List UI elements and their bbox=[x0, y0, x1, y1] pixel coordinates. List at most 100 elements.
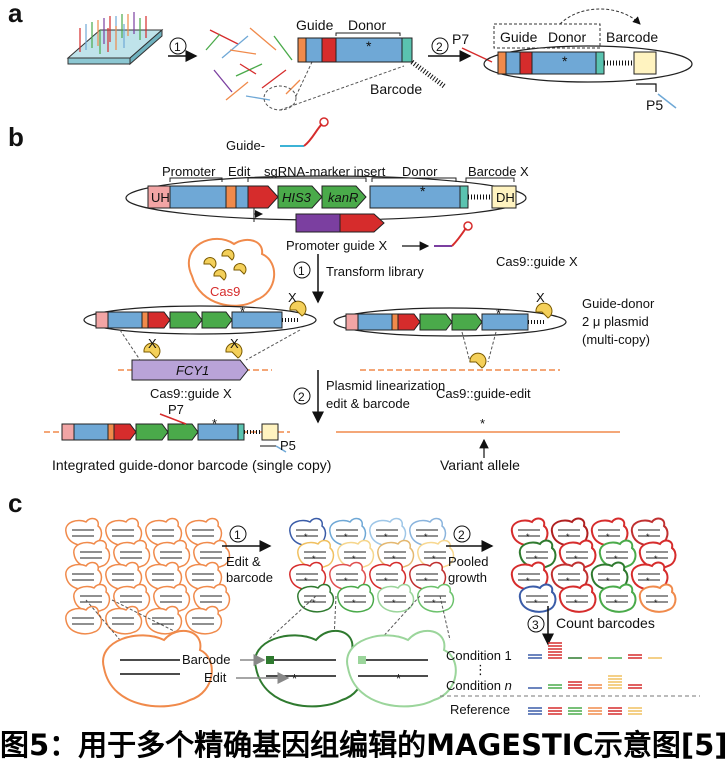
linearization-label-1: Plasmid linearization bbox=[326, 378, 445, 393]
yeast-cell bbox=[337, 583, 375, 613]
svg-text:*: * bbox=[534, 598, 538, 608]
svg-text:*: * bbox=[212, 416, 217, 431]
svg-text:*: * bbox=[420, 183, 426, 199]
plasmid-right-middle bbox=[333, 302, 567, 337]
edit-barcode-label-1: Edit & bbox=[226, 554, 261, 569]
target-locus bbox=[360, 331, 560, 371]
zoomed-cell-left bbox=[85, 599, 213, 708]
svg-text:*: * bbox=[384, 576, 388, 586]
panel-label-a: a bbox=[8, 0, 23, 28]
barcode-label-c: Barcode bbox=[182, 652, 230, 667]
x-mark-left-plasmid: X bbox=[288, 290, 297, 305]
plasmid-desc-2: 2 μ plasmid bbox=[582, 314, 649, 329]
svg-text:*: * bbox=[432, 554, 436, 564]
svg-text:*: * bbox=[432, 598, 436, 608]
svg-text:*: * bbox=[424, 532, 428, 542]
yeast-cell-cas9 bbox=[188, 238, 276, 307]
step-2-arrow-c: 2 bbox=[446, 525, 494, 552]
promoter-guide-x-label: Promoter guide X bbox=[286, 238, 387, 253]
magestic-figure: a 1 bbox=[8, 0, 700, 717]
kanr-label: kanR bbox=[328, 190, 358, 205]
dh-label: DH bbox=[496, 190, 515, 205]
p7-label-b: P7 bbox=[168, 402, 184, 417]
svg-text:2: 2 bbox=[458, 528, 465, 542]
svg-text:*: * bbox=[352, 598, 356, 608]
fcy1-label: FCY1 bbox=[176, 363, 209, 378]
cas9-guide-edit-label: Cas9::guide-edit bbox=[436, 386, 531, 401]
svg-text:*: * bbox=[424, 576, 428, 586]
svg-text:*: * bbox=[526, 532, 530, 542]
oligo-array-chip bbox=[66, 12, 164, 66]
figure-caption: 图5：用于多个精确基因组编辑的MAGESTIC示意图[5] bbox=[0, 728, 728, 762]
transform-label: Transform library bbox=[326, 264, 424, 279]
pooled-growth-label-2: growth bbox=[448, 570, 487, 585]
svg-text:*: * bbox=[606, 576, 610, 586]
p7-label-a: P7 bbox=[452, 31, 469, 47]
svg-text:*: * bbox=[614, 554, 618, 564]
svg-text:*: * bbox=[384, 532, 388, 542]
barcode-count-rows bbox=[528, 642, 662, 715]
zoomed-cell-edited-light bbox=[346, 595, 457, 708]
svg-text:1: 1 bbox=[298, 264, 305, 278]
panel-label-b: b bbox=[8, 122, 24, 152]
guide-minus-label: Guide- bbox=[226, 138, 265, 153]
svg-text:*: * bbox=[654, 598, 658, 608]
svg-text:*: * bbox=[534, 554, 538, 564]
svg-text:*: * bbox=[566, 576, 570, 586]
oligo-pool bbox=[205, 27, 301, 101]
svg-text:1: 1 bbox=[174, 40, 181, 54]
svg-text:*: * bbox=[352, 554, 356, 564]
yeast-cell bbox=[638, 583, 677, 613]
svg-text:*: * bbox=[614, 598, 618, 608]
variant-allele-label: Variant allele bbox=[440, 457, 520, 473]
guide-insert bbox=[253, 208, 385, 233]
step-3-count: 3 bbox=[527, 606, 554, 646]
library-plasmid bbox=[125, 175, 527, 221]
integrated-label: Integrated guide-donor barcode (single c… bbox=[52, 457, 331, 473]
step-2-arrow-a: 2 bbox=[428, 37, 472, 62]
barcode-label-a2: Barcode bbox=[606, 29, 658, 45]
guide-label-a2: Guide bbox=[500, 29, 538, 45]
edit-label: Edit bbox=[228, 164, 251, 179]
svg-text:3: 3 bbox=[532, 618, 539, 632]
donor-label-b: Donor bbox=[402, 164, 438, 179]
barcode-x-label: Barcode X bbox=[468, 164, 529, 179]
svg-text:2: 2 bbox=[436, 40, 443, 54]
step-1-arrow-c: 1 bbox=[222, 525, 272, 552]
condition-dots: ⋮ bbox=[474, 662, 487, 677]
plasmid-desc-3: (multi-copy) bbox=[582, 332, 650, 347]
svg-text:*: * bbox=[480, 416, 485, 431]
svg-text:*: * bbox=[344, 532, 348, 542]
svg-text:*: * bbox=[392, 598, 396, 608]
svg-text:*: * bbox=[574, 554, 578, 564]
svg-text:2: 2 bbox=[298, 390, 305, 404]
yeast-cell bbox=[417, 583, 455, 613]
donor-label-a2: Donor bbox=[548, 29, 586, 45]
cas9-label: Cas9 bbox=[210, 284, 240, 299]
svg-text:*: * bbox=[606, 532, 610, 542]
svg-text:*: * bbox=[654, 554, 658, 564]
edit-star-light: * bbox=[396, 671, 401, 686]
yeast-cell bbox=[145, 605, 183, 635]
condition-1-label: Condition 1 bbox=[446, 648, 512, 663]
uh-label: UH bbox=[151, 190, 170, 205]
step-1-arrow-a: 1 bbox=[168, 37, 198, 62]
cas9-guide-x-label: Cas9::guide X bbox=[150, 386, 232, 401]
edit-barcode-label-2: barcode bbox=[226, 570, 273, 585]
svg-text:*: * bbox=[526, 576, 530, 586]
yeast-cell bbox=[185, 605, 223, 635]
svg-text:*: * bbox=[496, 306, 501, 321]
p5-label-a: P5 bbox=[646, 97, 663, 113]
edit-label-c: Edit bbox=[204, 670, 227, 685]
p5-label-b: P5 bbox=[280, 438, 296, 453]
yeast-cell bbox=[558, 583, 597, 613]
svg-text:*: * bbox=[312, 598, 316, 608]
guide-label-a: Guide bbox=[296, 17, 334, 33]
reference-label: Reference bbox=[450, 702, 510, 717]
svg-text:*: * bbox=[646, 576, 650, 586]
zoomed-cell-edited-green: ⋮ bbox=[254, 595, 365, 708]
oligo-construct bbox=[297, 37, 446, 88]
edit-star-green: * bbox=[292, 671, 297, 686]
svg-text:*: * bbox=[366, 38, 372, 54]
plasmid-left-middle bbox=[83, 300, 317, 335]
